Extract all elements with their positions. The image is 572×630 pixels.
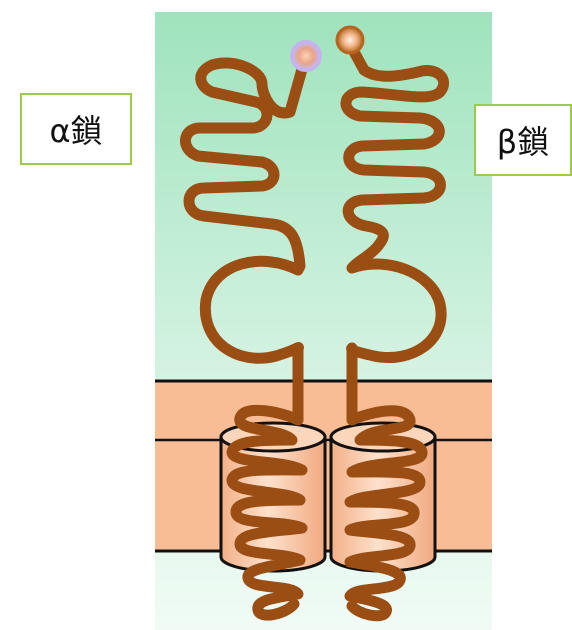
- beta-terminal-circle-icon: [337, 27, 363, 53]
- alpha-chain-label-text: α鎖: [49, 106, 102, 152]
- beta-chain-label: β鎖: [474, 104, 572, 176]
- alpha-chain-label: α鎖: [20, 93, 132, 165]
- beta-chain-label-text: β鎖: [497, 117, 549, 163]
- alpha-terminal-circle-icon: [292, 42, 320, 70]
